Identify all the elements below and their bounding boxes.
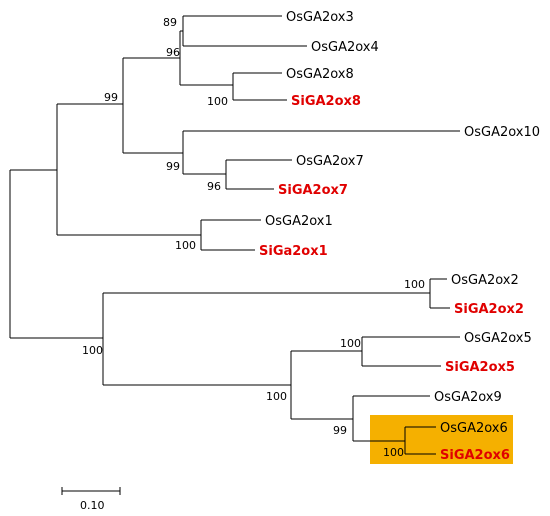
scale-bar: 0.10 xyxy=(61,487,121,512)
leaf-os-ga2ox7: OsGA2ox7 xyxy=(296,154,364,169)
highlight-box-ga2ox6 xyxy=(370,415,513,464)
leaf-os-ga2ox1: OsGA2ox1 xyxy=(265,214,333,229)
leaf-os-ga2ox8: OsGA2ox8 xyxy=(286,67,354,82)
leaf-si-ga2ox6: SiGA2ox6 xyxy=(440,448,510,463)
scale-bar-label: 0.10 xyxy=(80,499,105,512)
leaf-si-ga2ox5: SiGA2ox5 xyxy=(445,360,515,375)
bootstrap-value: 99 xyxy=(166,160,180,173)
bootstrap-value: 96 xyxy=(207,180,221,193)
leaf-os-ga2ox3: OsGA2ox3 xyxy=(286,10,354,25)
bootstrap-value: 100 xyxy=(266,390,287,403)
bootstrap-value: 100 xyxy=(175,239,196,252)
leaf-os-ga2ox10: OsGA2ox10 xyxy=(464,125,540,140)
leaf-si-ga2ox1: SiGa2ox1 xyxy=(259,244,328,259)
bootstrap-value: 100 xyxy=(383,446,404,459)
bootstrap-value: 100 xyxy=(207,95,228,108)
leaf-si-ga2ox7: SiGA2ox7 xyxy=(278,183,348,198)
bootstrap-value: 99 xyxy=(104,91,118,104)
leaf-os-ga2ox4: OsGA2ox4 xyxy=(311,40,379,55)
leaf-si-ga2ox8: SiGA2ox8 xyxy=(291,94,361,109)
bootstrap-value: 96 xyxy=(166,46,180,59)
bootstrap-value: 100 xyxy=(404,278,425,291)
leaf-os-ga2ox2: OsGA2ox2 xyxy=(451,273,519,288)
leaf-os-ga2ox6: OsGA2ox6 xyxy=(440,421,508,436)
bootstrap-value: 100 xyxy=(340,337,361,350)
bootstrap-value: 89 xyxy=(163,16,177,29)
leaf-os-ga2ox9: OsGA2ox9 xyxy=(434,390,502,405)
bootstrap-value: 99 xyxy=(333,424,347,437)
bootstrap-value: 100 xyxy=(82,344,103,357)
leaf-os-ga2ox5: OsGA2ox5 xyxy=(464,331,532,346)
leaf-si-ga2ox2: SiGA2ox2 xyxy=(454,302,524,317)
